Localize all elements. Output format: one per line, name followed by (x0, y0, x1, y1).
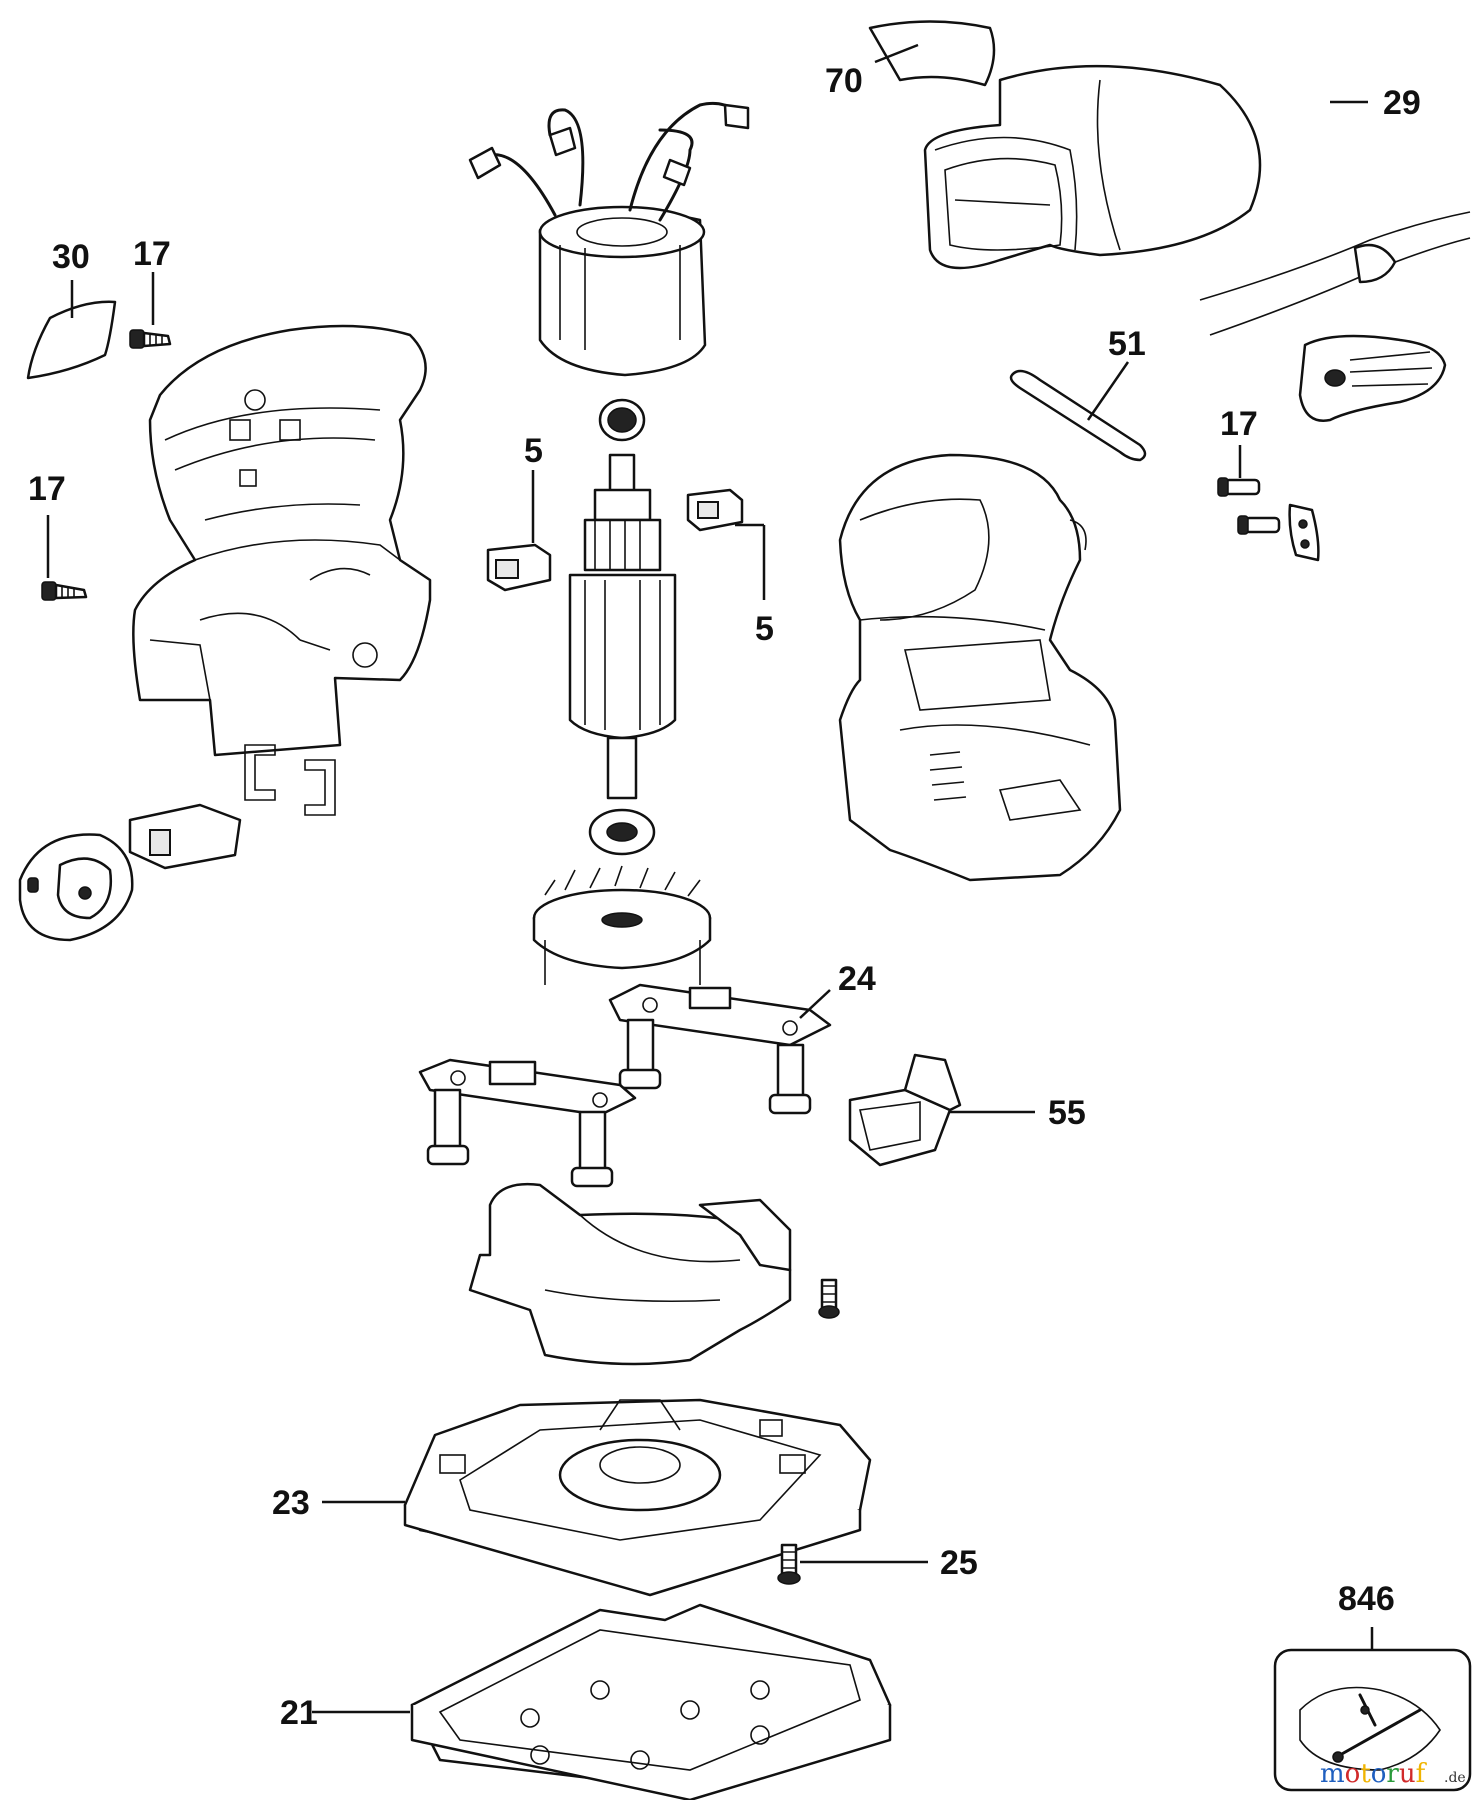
label-17-top: 17 (133, 235, 171, 273)
label-30: 30 (52, 238, 90, 276)
dust-shroud (468, 1182, 792, 1366)
switch-button (18, 833, 134, 942)
label-25: 25 (940, 1544, 978, 1582)
screws-cord-clamp (1217, 477, 1320, 562)
field-coil-stator (468, 101, 750, 377)
armature (568, 398, 677, 856)
screw-upper-left (129, 329, 172, 349)
part-30-badge (26, 300, 117, 380)
fan (532, 865, 712, 985)
watermark-logo: motoruf .de (1320, 1759, 1466, 1789)
cord-protector (1298, 334, 1447, 422)
part-25-screw (777, 1543, 801, 1585)
label-17-left: 17 (28, 470, 66, 508)
label-21: 21 (280, 1694, 318, 1732)
switch-clips (244, 744, 336, 816)
part-51-seal-strip (1009, 369, 1147, 462)
right-housing-half (838, 453, 1122, 882)
part-24-frame-upper (608, 983, 832, 1115)
label-29: 29 (1383, 84, 1421, 122)
power-cord (1199, 211, 1471, 336)
label-846: 846 (1338, 1580, 1395, 1618)
watermark-text: motoruf (1320, 1759, 1428, 1789)
watermark-suffix: .de (1444, 1770, 1466, 1786)
screw-shroud (818, 1278, 840, 1319)
part-846-hardware-kit (1273, 1648, 1472, 1792)
label-23: 23 (272, 1484, 310, 1522)
label-5-right: 5 (755, 610, 774, 648)
part-24-frame-lower (418, 1058, 637, 1188)
part-55-dust-port (848, 1053, 962, 1167)
label-51: 51 (1108, 325, 1146, 363)
label-17-right: 17 (1220, 405, 1258, 443)
carbon-brush-right (686, 488, 744, 532)
part-23-base-plate (403, 1398, 872, 1597)
part-29-motor-cover (923, 64, 1262, 270)
label-55: 55 (1048, 1094, 1086, 1132)
screw-lower-left (41, 581, 88, 601)
part-21-sanding-pad (410, 1603, 892, 1800)
label-5-left: 5 (524, 432, 543, 470)
carbon-brush-left (486, 543, 552, 592)
part-70-label-strip (868, 20, 996, 87)
label-70: 70 (825, 62, 863, 100)
left-housing-half (132, 324, 432, 757)
switch-body (128, 803, 242, 870)
label-24: 24 (838, 960, 876, 998)
